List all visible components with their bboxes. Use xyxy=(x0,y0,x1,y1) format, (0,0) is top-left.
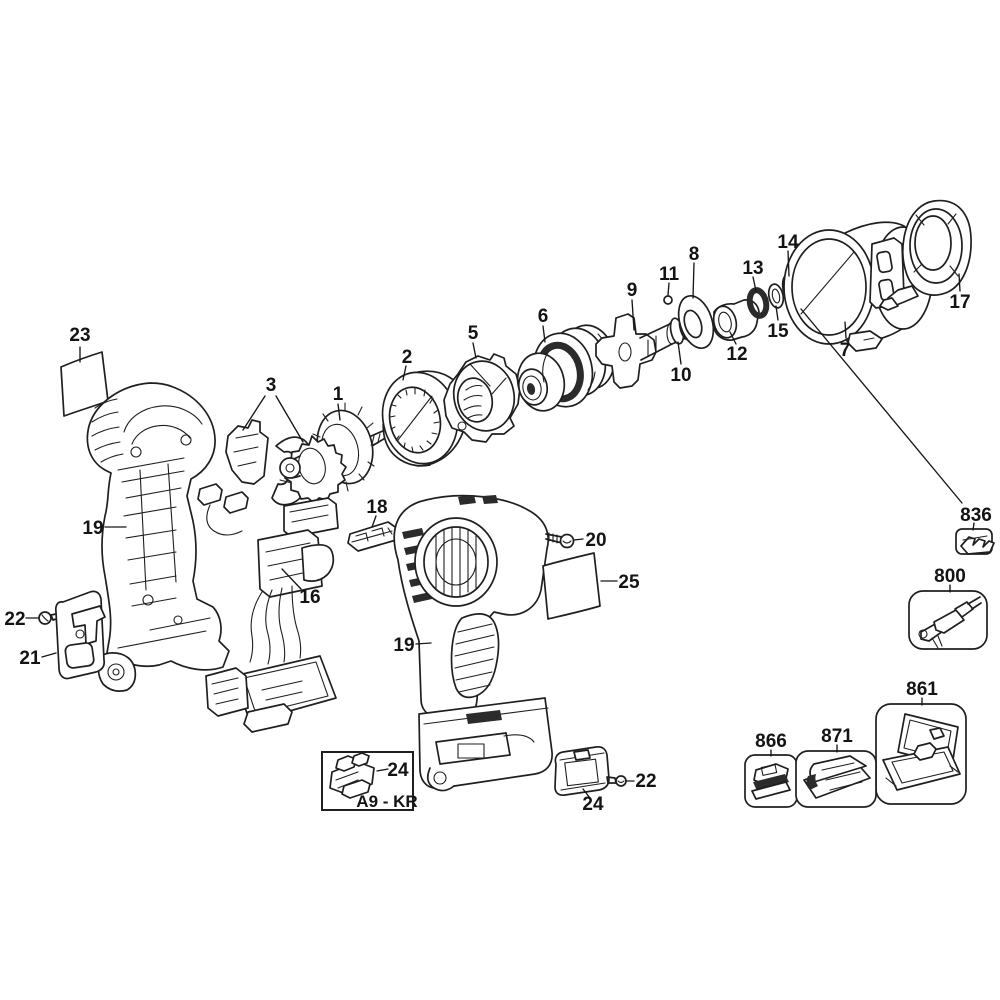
label-sticker-25 xyxy=(542,552,601,620)
callout-3: 3 xyxy=(266,375,277,396)
callout-6: 6 xyxy=(538,306,549,327)
inset-box-a9kr xyxy=(321,751,414,811)
battery-866 xyxy=(744,754,798,808)
callout-22-right: 22 xyxy=(635,771,656,792)
callout-1: 1 xyxy=(333,384,344,405)
callout-21: 21 xyxy=(19,648,41,669)
right-housing-19 xyxy=(393,494,553,792)
callout-18: 18 xyxy=(366,497,387,518)
nose-ring-17 xyxy=(879,199,972,311)
bearing-12 xyxy=(712,299,760,341)
rotor-armature-1 xyxy=(279,402,396,504)
callout-12: 12 xyxy=(726,344,747,365)
hammer-assembly-6 xyxy=(516,324,616,412)
callout-5: 5 xyxy=(468,323,479,344)
callout-871: 871 xyxy=(821,726,853,747)
callout-17: 17 xyxy=(949,292,970,313)
screw-22-right xyxy=(606,775,627,787)
detent-ball-11 xyxy=(663,295,673,305)
callout-22-left: 22 xyxy=(4,609,25,630)
callout-836: 836 xyxy=(960,505,992,526)
callout-9: 9 xyxy=(627,280,638,301)
callout-20: 20 xyxy=(585,530,606,551)
callout-861: 861 xyxy=(906,679,938,700)
callout-24-inset: 24 xyxy=(387,760,409,781)
callout-800: 800 xyxy=(934,566,966,587)
kit-box-861 xyxy=(875,703,967,805)
charger-871 xyxy=(795,750,877,808)
callout-23: 23 xyxy=(69,325,90,346)
bit-holder-800 xyxy=(908,590,988,650)
washer-8 xyxy=(677,294,715,350)
callout-10: 10 xyxy=(670,365,691,386)
callout-19-left: 19 xyxy=(82,518,103,539)
callout-7: 7 xyxy=(840,340,851,361)
ring-15 xyxy=(767,283,785,309)
terminal-clip-836 xyxy=(955,528,995,555)
callout-11: 11 xyxy=(659,264,680,285)
callout-8: 8 xyxy=(689,244,700,265)
callout-labels: 23 3 1 2 5 6 9 11 8 10 12 13 15 14 7 17 … xyxy=(4,232,991,815)
callout-2: 2 xyxy=(402,347,413,368)
callout-25: 25 xyxy=(618,572,640,593)
front-gear-case-7 xyxy=(783,221,933,352)
dust-cover-24 xyxy=(554,745,610,797)
belt-hook-21 xyxy=(54,590,106,680)
callout-14: 14 xyxy=(777,232,799,253)
screw-20 xyxy=(545,532,575,549)
switch-16 xyxy=(205,497,339,733)
callout-24-cover: 24 xyxy=(582,794,604,815)
callout-13: 13 xyxy=(742,258,763,279)
o-ring-13 xyxy=(746,287,770,319)
callout-866: 866 xyxy=(755,731,787,752)
callout-16: 16 xyxy=(299,587,320,608)
inset-code-a9kr: A9 - KR xyxy=(356,792,417,811)
bit-clip-18 xyxy=(347,521,399,552)
leader-lines xyxy=(25,250,975,799)
callout-19-right: 19 xyxy=(393,635,414,656)
gear-plate-5 xyxy=(443,353,521,443)
callout-15: 15 xyxy=(767,321,789,342)
left-housing-half-19 xyxy=(86,382,230,692)
